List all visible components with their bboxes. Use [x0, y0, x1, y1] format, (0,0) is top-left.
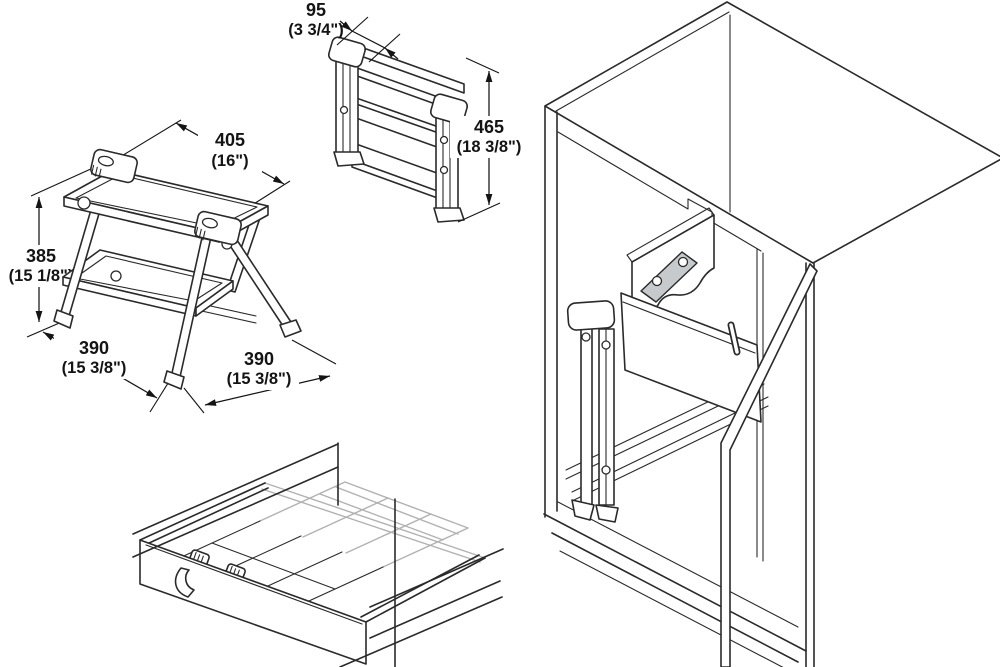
dimension-depth-left: 390 (15 3/8")	[42, 331, 171, 413]
dimension-depth-right: 390 (15 3/8")	[183, 339, 337, 414]
stool-leg	[580, 326, 593, 508]
dimension-folded-height: 465 (18 3/8")	[450, 57, 528, 223]
cabinet-bottom-edge	[551, 532, 799, 663]
dimension-line	[204, 375, 331, 406]
witness-line	[26, 320, 65, 338]
dimension-arrow	[384, 47, 399, 60]
folded-stool-view: 95 (3 3/4") 465 (18 3/8")	[288, 0, 528, 223]
dimension-label-inch: (15 3/8")	[62, 359, 127, 377]
cabinet-bottom-edge	[543, 513, 807, 652]
witness-line	[119, 119, 182, 158]
screw-hole	[601, 465, 611, 475]
dimension-label-inch: (18 3/8")	[457, 138, 522, 156]
cabinet-door-open	[720, 263, 818, 667]
dimension-arrow	[339, 20, 353, 32]
hinge-cap-left	[90, 148, 138, 184]
screw-hole	[601, 340, 611, 350]
open-stool-drawing	[53, 148, 302, 390]
folded-left-leg	[333, 57, 365, 167]
hinge-cap	[566, 300, 616, 331]
bracket-screw-hole	[651, 275, 663, 287]
hinge-knuckle	[110, 270, 122, 282]
cabinet-rail	[132, 443, 339, 535]
drawer-front-edge	[145, 544, 363, 625]
dimension-label-inch: (3 3/4")	[288, 21, 344, 39]
stool-right-foot	[279, 319, 302, 338]
opening-top-edge	[557, 131, 762, 252]
cabinet-left-edge	[544, 105, 558, 518]
cabinet-carcass	[543, 1, 1000, 667]
cabinet-rail	[339, 596, 503, 667]
witness-line	[291, 339, 337, 365]
cabinet-rail	[369, 580, 501, 639]
bracket-screw-hole	[677, 256, 689, 268]
pivot-link-face	[729, 323, 739, 354]
stool-left-foot	[53, 309, 74, 329]
drawer-front	[139, 539, 367, 665]
drawer-box	[139, 482, 486, 665]
stool-front-foot	[163, 370, 185, 390]
folded-leg-rails	[565, 374, 769, 502]
dimension-label-inch: (16")	[211, 152, 248, 170]
hinge-cap-left	[327, 36, 367, 68]
dimension-label-mm: 390	[244, 349, 274, 369]
witness-line	[30, 167, 94, 197]
hanging-stool	[565, 292, 769, 523]
drawer-left-rim	[139, 482, 269, 545]
stool-foot	[571, 499, 595, 521]
label-backplate	[54, 337, 134, 379]
drawer-storage-view	[132, 442, 504, 667]
dimension-folded-depth: 95 (3 3/4")	[288, 0, 401, 63]
witness-line	[149, 379, 171, 413]
cabinet-bottom-edge	[559, 550, 784, 667]
dimension-label-mm: 390	[79, 338, 109, 358]
cabinet-installation-view	[543, 1, 1000, 667]
ghost-stool-rear	[259, 481, 486, 568]
dimension-line	[351, 30, 386, 49]
screw-hole	[439, 135, 449, 145]
screw-hole	[581, 332, 591, 342]
dimension-height: 385 (15 1/8")	[2, 167, 94, 338]
cabinet-front-rails	[132, 442, 504, 667]
open-stool-view: 405 (16") 385 (15 1/8") 390 (15 3/8") 3	[2, 119, 337, 414]
label-backplate	[450, 116, 528, 158]
dimension-label-inch: (15 1/8")	[9, 267, 74, 285]
cabinet-rail	[132, 466, 339, 558]
dimension-label-mm: 95	[306, 0, 326, 20]
dimension-width: 405 (16")	[119, 119, 291, 220]
dimension-label-mm: 405	[215, 130, 245, 150]
stool-lower-step	[62, 249, 234, 317]
witness-line	[457, 202, 501, 223]
cabinet-top-panel	[544, 1, 1000, 264]
witness-line	[183, 387, 205, 414]
label-backplate	[219, 348, 299, 390]
dimension-label-inch: (15 3/8")	[227, 370, 292, 388]
cabinet-right-edge	[805, 262, 815, 667]
screw-hole	[339, 105, 349, 115]
dimension-label-mm: 385	[26, 246, 56, 266]
stool-foot	[595, 504, 619, 523]
label-backplate	[198, 128, 262, 172]
witness-line	[465, 57, 500, 74]
cabinet-bottom-sill	[557, 501, 799, 628]
panel-edge	[555, 11, 730, 112]
hinge-cap-right	[194, 210, 242, 246]
dimension-label-mm: 465	[474, 117, 504, 137]
screw-hole	[439, 165, 449, 175]
cabinet-rail	[369, 548, 504, 608]
drawer-handle	[174, 567, 195, 598]
hinge-knuckle	[77, 196, 91, 210]
folded-step-panel	[620, 292, 762, 423]
